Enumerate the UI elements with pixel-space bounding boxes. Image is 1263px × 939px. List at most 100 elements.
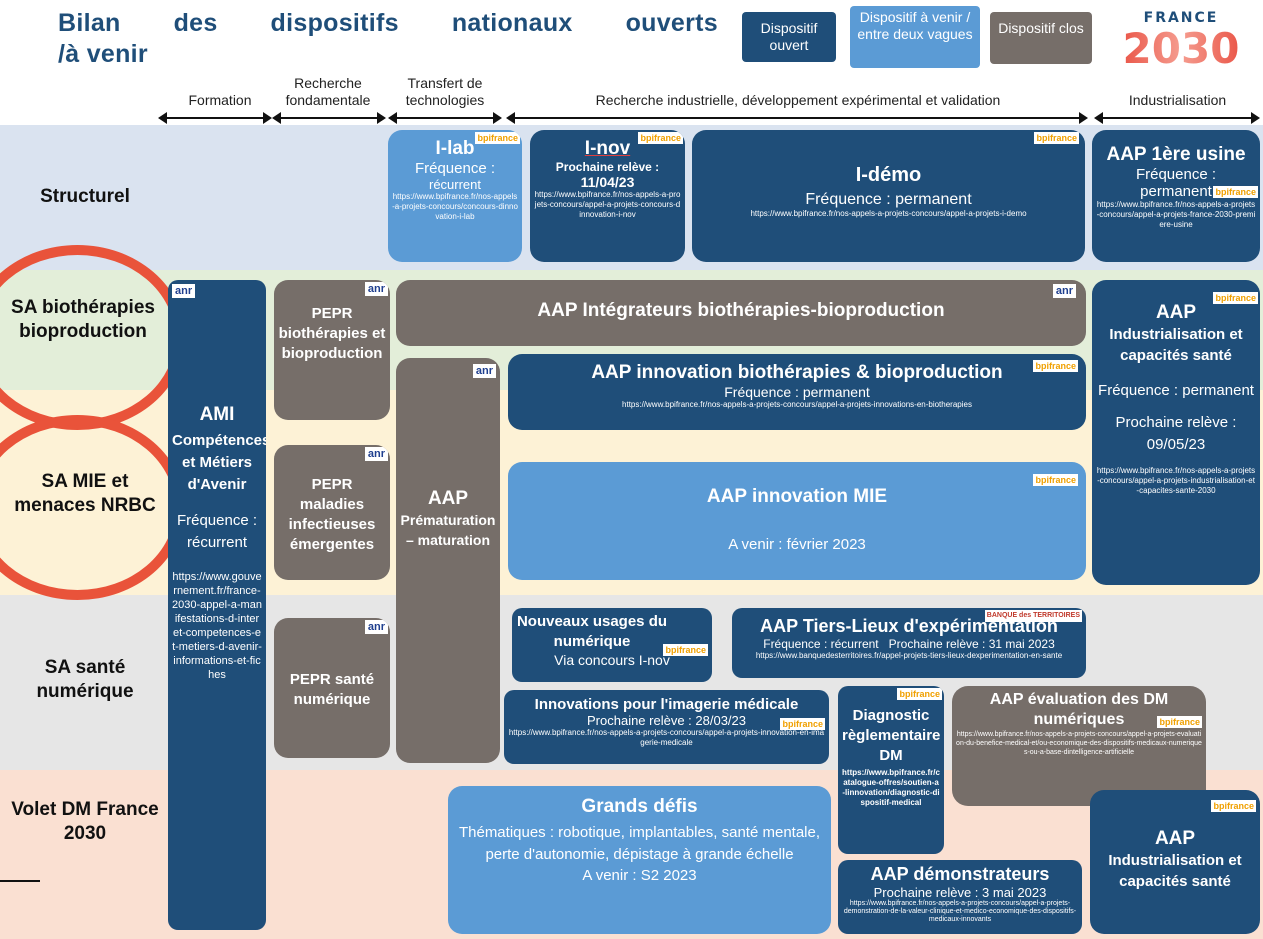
box-subtitle: Via concours I-nov	[554, 652, 670, 668]
box-pepr-mie: anr PEPR maladies infectieuses émergente…	[274, 445, 390, 580]
box-url[interactable]: https://www.bpifrance.fr/nos-appels-a-pr…	[392, 192, 518, 221]
tiers-lieux-info: Fréquence : récurrent Prochaine relève :…	[736, 637, 1082, 651]
box-title: I-lab	[435, 138, 475, 159]
column-industrielle: Recherche industrielle, développement ex…	[595, 92, 1001, 108]
box-industrialisation-sante-bottom: bpifrance AAP Industrialisation et capac…	[1090, 790, 1260, 934]
row-label-sante-numerique: SA santé numérique	[36, 657, 134, 702]
box-title: AAP Intégrateurs biothérapies-bioproduct…	[537, 300, 945, 321]
box-url[interactable]: https://www.bpifrance.fr/nos-appels-a-pr…	[1096, 200, 1256, 229]
bpifrance-logo: bpifrance	[1034, 132, 1079, 144]
anr-logo: anr	[172, 284, 196, 298]
box-url[interactable]: https://www.bpifrance.fr/nos-appels-a-pr…	[622, 400, 972, 409]
box-i-lab: bpifrance I-lab Fréquence : récurrent ht…	[388, 130, 522, 262]
box-title: Grands défis	[581, 796, 698, 817]
box-url[interactable]: https://www.bpifrance.fr/nos-appels-a-pr…	[750, 209, 1027, 218]
box-premiere-usine: bpifrance AAP 1ère usine Fréquence : per…	[1092, 130, 1260, 262]
box-title: AAP	[427, 488, 469, 509]
box-diagnostic: bpifrance Diagnostic règlementaire DM ht…	[838, 686, 944, 854]
bpifrance-logo: bpifrance	[780, 718, 825, 730]
box-subtitle: Prématuration – maturation	[400, 512, 496, 548]
column-recherche: Recherche fondamentale	[285, 75, 371, 108]
box-demonstrateurs: bpifrance AAP démonstrateurs Prochaine r…	[838, 860, 1082, 934]
frequency: Fréquence : récurrent	[176, 512, 258, 551]
arrow-transfert	[388, 112, 502, 124]
anr-logo: anr	[364, 282, 388, 296]
arrow-industrialisation	[1094, 112, 1260, 124]
box-subtitle: Industrialisation et capacités santé	[1109, 326, 1243, 364]
bpifrance-logo: bpifrance	[1157, 716, 1202, 728]
releve-date: 11/04/23	[580, 174, 635, 190]
frequency: Fréquence : récurrent	[763, 637, 879, 651]
box-url[interactable]: https://www.banquedesterritoires.fr/appe…	[755, 651, 1063, 660]
column-industrialisation: Industrialisation	[1128, 92, 1227, 108]
logo-bottom-text: 2030	[1111, 26, 1251, 72]
box-url[interactable]: https://www.bpifrance.fr/nos-appels-a-pr…	[508, 728, 825, 747]
row-label-volet-dm: Volet DM France 2030	[11, 799, 159, 844]
page-title: Bilan des dispositifs nationaux ouverts …	[58, 8, 718, 70]
box-title: AAP évaluation des DM numériques	[989, 691, 1169, 728]
legend-open: Dispositif ouvert	[742, 12, 836, 62]
box-innovation-biotherapies: bpifrance AAP innovation biothérapies & …	[508, 354, 1086, 430]
releve: Prochaine relève : 28/03/23	[587, 713, 746, 728]
bpifrance-logo: bpifrance	[1213, 186, 1258, 198]
box-title: AAP Tiers-Lieux d'expérimentation	[760, 616, 1058, 636]
box-title: Nouveaux usages du numérique	[516, 613, 668, 650]
frequency-label: Fréquence :	[1135, 166, 1217, 183]
box-i-demo: bpifrance I-démo Fréquence : permanent h…	[692, 130, 1085, 262]
box-pepr-biotherapies: anr PEPR biothérapies et bioproduction	[274, 280, 390, 420]
column-transfert: Transfert de technologies	[405, 75, 485, 108]
box-subtitle: Compétences et Métiers d'Avenir	[172, 432, 266, 493]
box-evaluation-dm: bpifrance AAP évaluation des DM numériqu…	[952, 686, 1206, 806]
frequency: Fréquence : permanent	[805, 191, 972, 208]
frequency-value: permanent	[1140, 183, 1212, 200]
anr-logo: anr	[364, 620, 388, 634]
releve: Prochaine relève : 09/05/23	[1115, 414, 1237, 453]
box-url[interactable]: https://www.bpifrance.fr/catalogue-offre…	[842, 768, 940, 807]
box-tiers-lieux: BANQUE des TERRITOIRES AAP Tiers-Lieux d…	[732, 608, 1086, 678]
arrow-formation	[158, 112, 272, 124]
column-formation: Formation	[188, 92, 252, 108]
title-word: dispositifs	[270, 9, 399, 37]
box-title: AAP	[1155, 302, 1197, 323]
box-title: AAP innovation biothérapies & bioproduct…	[591, 362, 1003, 383]
box-imagerie: bpifrance Innovations pour l'imagerie mé…	[504, 690, 829, 764]
bpifrance-logo: bpifrance	[1213, 292, 1258, 304]
box-url[interactable]: https://www.gouvernement.fr/france-2030-…	[172, 571, 262, 681]
row-label-structurel: Structurel	[40, 186, 130, 207]
box-url[interactable]: https://www.bpifrance.fr/nos-appels-a-pr…	[843, 900, 1077, 923]
anr-logo: anr	[472, 364, 496, 378]
legend-open-label: Dispositif ouvert	[760, 20, 818, 53]
bpifrance-logo: bpifrance	[663, 644, 708, 656]
box-title: AAP 1ère usine	[1106, 144, 1246, 165]
box-title: PEPR maladies infectieuses émergentes	[288, 476, 376, 553]
box-nouveaux-usages: bpifrance Nouveaux usages du numérique V…	[512, 608, 712, 682]
box-prematuration: anr AAP Prématuration – maturation	[396, 358, 500, 763]
box-pepr-sante-numerique: anr PEPR santé numérique	[274, 618, 390, 758]
title-word: Bilan	[58, 9, 121, 37]
box-title: AAP	[1154, 828, 1196, 849]
france-2030-logo: FRANCE 2030	[1111, 10, 1251, 80]
legend-closed: Dispositif clos	[990, 12, 1092, 64]
box-industrialisation-sante-top: bpifrance AAP Industrialisation et capac…	[1092, 280, 1260, 585]
legend-closed-label: Dispositif clos	[998, 20, 1084, 36]
box-text: Thématiques : robotique, implantables, s…	[458, 824, 821, 863]
box-title: PEPR santé numérique	[289, 671, 375, 708]
anr-logo: anr	[1052, 284, 1076, 298]
frequency-label: Fréquence :	[414, 160, 496, 177]
box-grands-defis: Grands défis Thématiques : robotique, im…	[448, 786, 831, 934]
bpifrance-logo: bpifrance	[1211, 800, 1256, 812]
upcoming: A venir : février 2023	[728, 536, 866, 553]
banque-territoires-logo: BANQUE des TERRITOIRES	[984, 610, 1082, 622]
legend-upcoming: Dispositif à venir / entre deux vagues	[850, 6, 980, 68]
box-title: AMI	[199, 404, 235, 425]
box-url[interactable]: https://www.bpifrance.fr/nos-appels-a-pr…	[534, 190, 681, 219]
bpifrance-logo: bpifrance	[1033, 474, 1078, 486]
logo-top-text: FRANCE	[1143, 10, 1219, 26]
frequency-value: récurrent	[428, 177, 482, 192]
bpifrance-logo: bpifrance	[638, 132, 683, 144]
box-url[interactable]: https://www.bpifrance.fr/nos-appels-a-pr…	[1096, 466, 1256, 495]
divider-line	[0, 880, 40, 882]
box-url[interactable]: https://www.bpifrance.fr/nos-appels-a-pr…	[956, 731, 1202, 756]
bpifrance-logo: bpifrance	[1033, 360, 1078, 372]
box-ami: anr AMI Compétences et Métiers d'Avenir …	[168, 280, 266, 930]
